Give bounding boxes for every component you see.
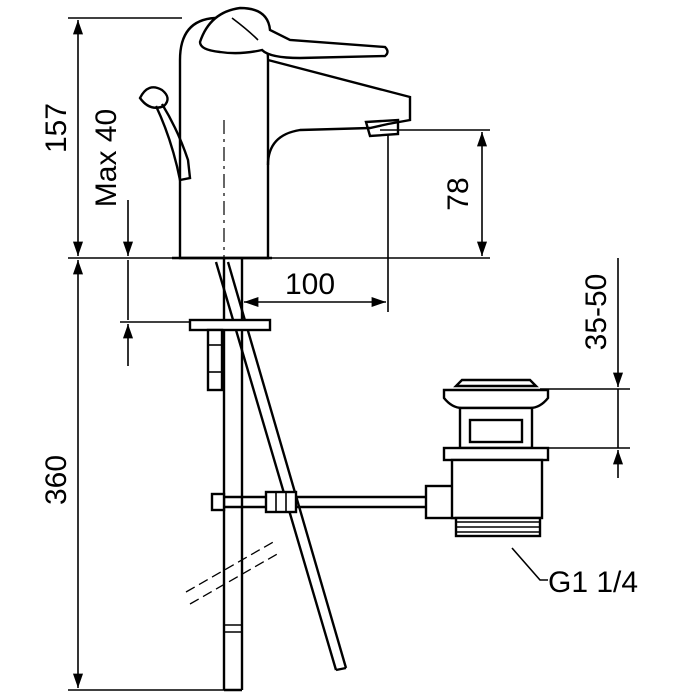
popup-knob [138, 86, 192, 182]
pull-rod [210, 484, 464, 520]
dimension-lines [72, 20, 624, 688]
dim-label-157: 157 [40, 103, 73, 153]
dim-label-35-50: 35-50 [580, 274, 613, 351]
extension-lines [68, 17, 630, 691]
hidden-lines [185, 540, 280, 605]
dim-label-360: 360 [40, 455, 73, 505]
lever-handle [198, 6, 389, 60]
dim-label-100: 100 [285, 268, 335, 301]
dim-label-max-40: Max 40 [90, 109, 123, 207]
dim-label-g1-1-4: G1 1/4 [548, 566, 638, 599]
drain-waste [442, 378, 550, 538]
supply-hoses [188, 258, 348, 692]
dim-label-78: 78 [442, 177, 475, 210]
